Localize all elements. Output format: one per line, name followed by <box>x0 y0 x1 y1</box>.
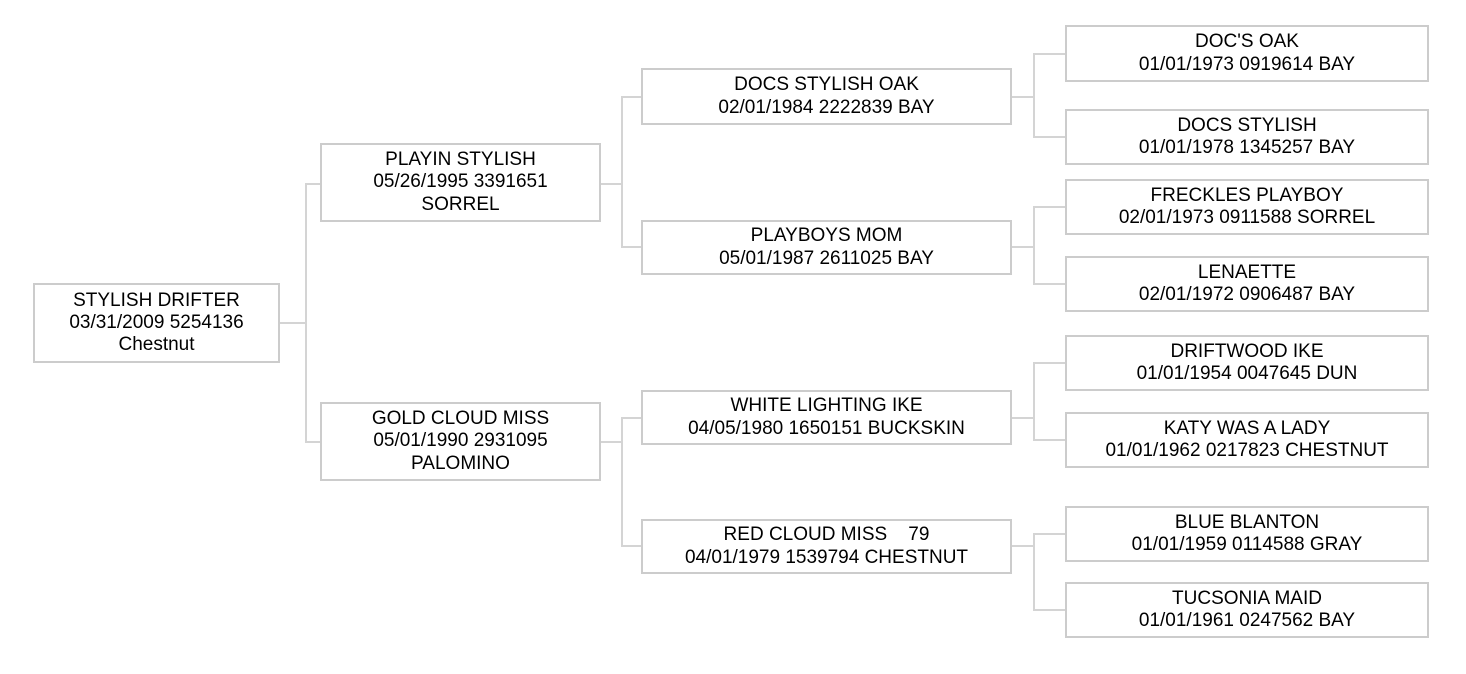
node-color: PALOMINO <box>411 452 510 474</box>
node-details: 05/01/1990 2931095 <box>373 430 548 452</box>
connector-ss-to-ss-dam <box>1033 136 1067 138</box>
connector-sire-sire-trunk <box>1033 53 1035 138</box>
node-red-cloud-miss-79[interactable]: RED CLOUD MISS 79 04/01/1979 1539794 CHE… <box>641 519 1012 574</box>
node-details: 01/01/1959 0114588 GRAY <box>1131 534 1363 555</box>
node-name: PLAYBOYS MOM <box>750 225 903 247</box>
connector-sire-stub <box>601 183 623 185</box>
node-details: 01/01/1973 0919614 BAY <box>1138 53 1356 75</box>
node-details: 01/01/1961 0247562 BAY <box>1138 610 1356 631</box>
node-docs-stylish[interactable]: DOCS STYLISH 01/01/1978 1345257 BAY <box>1065 109 1429 165</box>
connector-dam-dam-trunk <box>1033 533 1035 611</box>
connector-ds-to-ds-sire <box>1033 362 1067 364</box>
node-name: DOCS STYLISH OAK <box>734 74 919 96</box>
node-details: 05/01/1987 2611025 BAY <box>719 247 934 269</box>
connector-dd-to-dd-sire <box>1033 533 1067 535</box>
node-name: WHITE LIGHTING IKE <box>730 395 923 417</box>
connector-ds-to-ds-dam <box>1033 439 1067 441</box>
connector-root-trunk <box>305 183 307 443</box>
node-details: 04/05/1980 1650151 BUCKSKIN <box>688 417 965 439</box>
connector-dam-sire-trunk <box>1033 362 1035 440</box>
connector-sire-trunk <box>621 96 623 248</box>
connector-root-stub <box>280 322 307 324</box>
connector-sire-to-sire-sire <box>621 96 643 98</box>
node-blue-blanton[interactable]: BLUE BLANTON 01/01/1959 0114588 GRAY <box>1065 506 1429 562</box>
connector-sire-to-sire-dam <box>621 246 643 248</box>
node-color: SORREL <box>421 193 500 215</box>
connector-sd-to-sd-sire <box>1033 206 1067 208</box>
node-playboys-mom[interactable]: PLAYBOYS MOM 05/01/1987 2611025 BAY <box>641 220 1012 275</box>
connector-dam-to-dam-dam <box>621 545 643 547</box>
node-stylish-drifter[interactable]: STYLISH DRIFTER 03/31/2009 5254136 Chest… <box>33 283 280 363</box>
node-details: 01/01/1954 0047645 DUN <box>1136 363 1358 384</box>
connector-ss-to-ss-sire <box>1033 53 1067 55</box>
node-name: STYLISH DRIFTER <box>73 289 240 311</box>
node-name: DOC'S OAK <box>1195 31 1299 53</box>
connector-dam-to-dam-sire <box>621 417 643 419</box>
node-details: 01/01/1962 0217823 CHESTNUT <box>1105 440 1389 461</box>
connector-sd-to-sd-dam <box>1033 283 1067 285</box>
connector-dd-to-dd-dam <box>1033 609 1067 611</box>
node-freckles-playboy[interactable]: FRECKLES PLAYBOY 02/01/1973 0911588 SORR… <box>1065 179 1429 235</box>
node-details: 04/01/1979 1539794 CHESTNUT <box>684 546 969 568</box>
node-color: Chestnut <box>118 334 195 356</box>
node-details: 02/01/1984 2222839 BAY <box>718 96 935 118</box>
node-details: 02/01/1972 0906487 BAY <box>1138 284 1356 305</box>
node-docs-oak[interactable]: DOC'S OAK 01/01/1973 0919614 BAY <box>1065 25 1429 82</box>
connector-dam-dam-stub <box>1011 545 1035 547</box>
connector-dam-sire-stub <box>1011 417 1035 419</box>
node-name: DRIFTWOOD IKE <box>1170 340 1324 362</box>
connector-sire-dam-trunk <box>1033 206 1035 284</box>
node-lenaette[interactable]: LENAETTE 02/01/1972 0906487 BAY <box>1065 256 1429 312</box>
node-details: 03/31/2009 5254136 <box>69 311 244 333</box>
node-name: LENAETTE <box>1197 261 1297 283</box>
connector-root-to-sire <box>305 183 322 185</box>
node-docs-stylish-oak[interactable]: DOCS STYLISH OAK 02/01/1984 2222839 BAY <box>641 68 1012 125</box>
node-white-lighting-ike[interactable]: WHITE LIGHTING IKE 04/05/1980 1650151 BU… <box>641 390 1012 445</box>
node-details: 01/01/1978 1345257 BAY <box>1138 137 1356 158</box>
node-tucsonia-maid[interactable]: TUCSONIA MAID 01/01/1961 0247562 BAY <box>1065 582 1429 638</box>
connector-dam-trunk <box>621 417 623 547</box>
node-details: 02/01/1973 0911588 SORREL <box>1118 207 1376 228</box>
node-driftwood-ike[interactable]: DRIFTWOOD IKE 01/01/1954 0047645 DUN <box>1065 335 1429 391</box>
node-name: BLUE BLANTON <box>1174 511 1320 533</box>
node-details: 05/26/1995 3391651 <box>373 171 548 193</box>
connector-sire-dam-stub <box>1011 246 1035 248</box>
node-name: RED CLOUD MISS 79 <box>723 524 930 546</box>
connector-sire-sire-stub <box>1011 96 1035 98</box>
node-name: TUCSONIA MAID <box>1172 587 1322 609</box>
node-name: GOLD CLOUD MISS <box>371 408 550 430</box>
connector-root-to-dam <box>305 441 322 443</box>
node-name: FRECKLES PLAYBOY <box>1150 184 1344 206</box>
node-gold-cloud-miss[interactable]: GOLD CLOUD MISS 05/01/1990 2931095 PALOM… <box>320 402 601 481</box>
connector-dam-stub <box>601 441 623 443</box>
node-name: KATY WAS A LADY <box>1163 417 1331 439</box>
node-name: DOCS STYLISH <box>1177 114 1317 136</box>
node-name: PLAYIN STYLISH <box>385 149 536 171</box>
node-playin-stylish[interactable]: PLAYIN STYLISH 05/26/1995 3391651 SORREL <box>320 143 601 222</box>
node-katy-was-a-lady[interactable]: KATY WAS A LADY 01/01/1962 0217823 CHEST… <box>1065 412 1429 468</box>
